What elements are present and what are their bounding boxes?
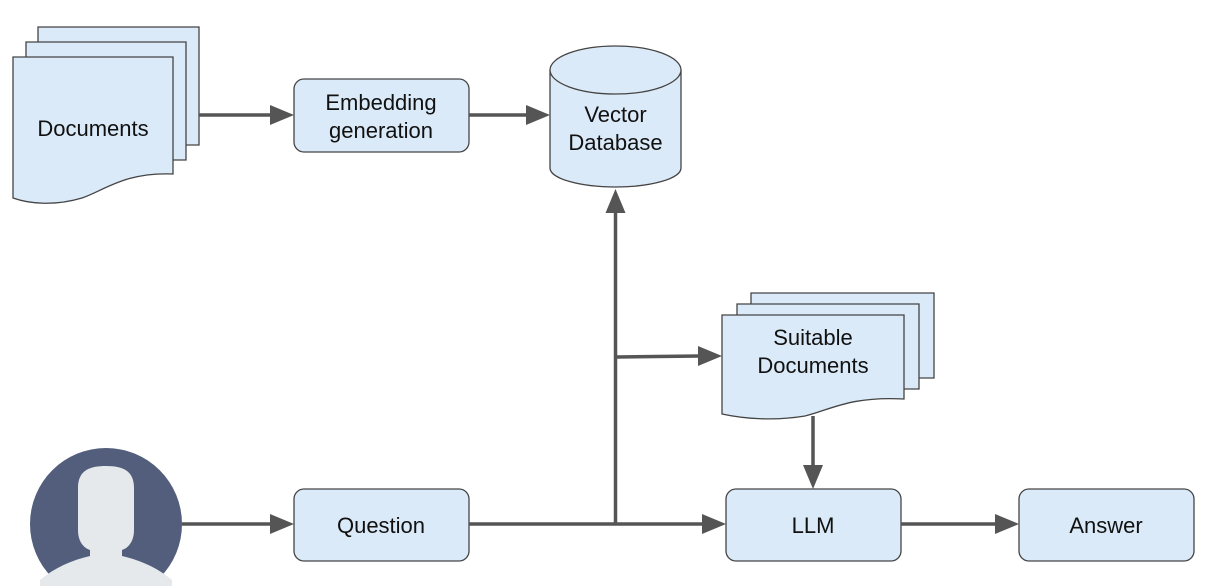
edge-question-to-llm [469, 514, 726, 534]
edge-question-to-vector-database [605, 189, 626, 524]
llm-node: LLM [725, 488, 902, 562]
vector-database-body [549, 70, 682, 188]
edge-embedding-to-vector-database [469, 105, 550, 125]
edge-documents-to-embedding [199, 105, 294, 125]
suitable-documents-node: Suitable Documents [721, 292, 935, 420]
user-avatar-icon [30, 448, 182, 586]
embedding-generation-label-line1: Embedding [325, 90, 436, 115]
suitable-documents-front-page [721, 314, 905, 420]
vector-database-label-line2: Database [568, 130, 662, 155]
answer-node: Answer [1018, 488, 1195, 562]
edge-llm-to-answer [901, 514, 1019, 534]
edge-user-to-question [182, 514, 294, 534]
documents-front-page [12, 56, 174, 204]
answer-label: Answer [1069, 513, 1142, 538]
edge-suitable-documents-to-llm [803, 416, 823, 489]
avatar-person-silhouette [40, 466, 172, 586]
suitable-documents-label-line1: Suitable [773, 325, 853, 350]
edge-vector-database-to-suitable-documents [616, 346, 722, 366]
vector-database-top [549, 45, 682, 95]
llm-label: LLM [792, 513, 835, 538]
suitable-documents-label-line2: Documents [757, 353, 868, 378]
question-label: Question [337, 513, 425, 538]
embedding-generation-label-line2: generation [329, 118, 433, 143]
vector-database-label-line1: Vector [584, 102, 646, 127]
embedding-generation-node: Embedding generation [293, 78, 470, 153]
answer-box [1018, 488, 1195, 562]
question-node: Question [293, 488, 470, 562]
vector-database-node: Vector Database [549, 45, 682, 188]
documents-node: Documents [12, 26, 200, 204]
documents-label: Documents [37, 116, 148, 141]
